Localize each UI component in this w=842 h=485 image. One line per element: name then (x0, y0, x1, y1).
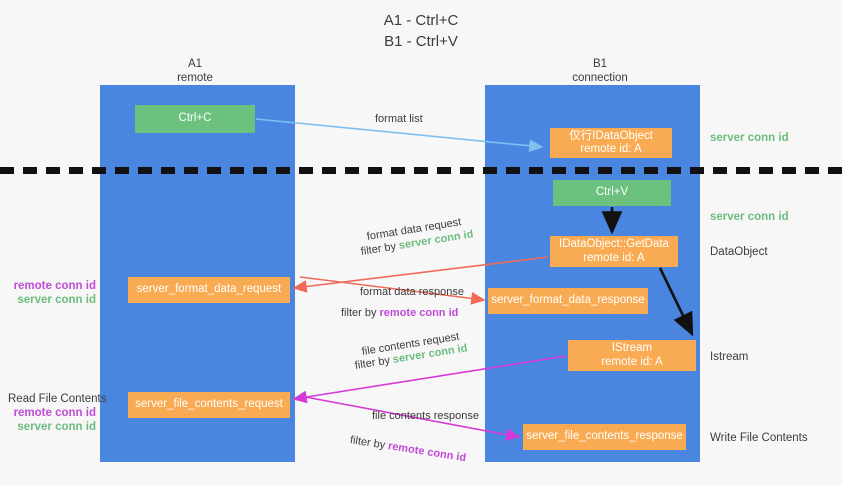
caption-file-contents-response-filter: filter by remote conn id (349, 433, 467, 466)
caption-format-list: format list (375, 113, 423, 125)
label-read-file-contents: Read File Contents (8, 393, 107, 405)
filter-prefix: filter by (349, 434, 390, 452)
label-server-conn-id: server conn id (17, 294, 96, 306)
label-dataobject: DataObject (710, 246, 768, 258)
caption-format-data-response: format data response (360, 286, 464, 298)
label-istream: Istream (710, 351, 749, 363)
diagram-title: A1 - Ctrl+C B1 - Ctrl+V (383, 12, 459, 50)
box-idataobject[interactable]: 仅行IDataObject remote id: A (550, 128, 672, 158)
box-ctrl-c[interactable]: Ctrl+C (135, 105, 255, 133)
label-left-conn-ids-2: Read File Contents remote conn id server… (8, 392, 107, 434)
filter-prefix: filter by (341, 307, 380, 319)
filter-prefix: filter by (359, 240, 400, 258)
box-server-format-data-request[interactable]: server_format_data_request (128, 277, 290, 303)
box-server-file-contents-request[interactable]: server_file_contents_request (128, 392, 290, 418)
column-header-a1: A1 remote (177, 58, 213, 84)
box-server-file-contents-response[interactable]: server_file_contents_response (523, 424, 686, 450)
label-server-conn-id: server conn id (17, 421, 96, 433)
filter-prefix: filter by (353, 354, 394, 372)
column-header-b1: B1 connection (572, 58, 628, 84)
box-istream[interactable]: IStream remote id: A (568, 340, 696, 371)
label-remote-conn-id: remote conn id (13, 407, 96, 419)
label-remote-conn-id: remote conn id (13, 280, 96, 292)
box-idataobject-getdata[interactable]: IDataObject::GetData remote id: A (550, 236, 678, 267)
caption-file-contents-response: file contents response (372, 410, 480, 422)
box-server-format-data-response[interactable]: server_format_data_response (488, 288, 648, 314)
label-write-file-contents: Write File Contents (710, 432, 808, 444)
caption-format-data-response-filter: filter by remote conn id (341, 306, 458, 321)
filter-value-remote-conn-id: remote conn id (387, 440, 467, 465)
filter-value-remote-conn-id: remote conn id (379, 307, 459, 319)
label-left-conn-ids-1: remote conn id server conn id (8, 279, 96, 307)
label-server-conn-id-top: server conn id (710, 132, 789, 144)
box-ctrl-v[interactable]: Ctrl+V (553, 180, 671, 206)
label-server-conn-id-mid: server conn id (710, 211, 789, 223)
